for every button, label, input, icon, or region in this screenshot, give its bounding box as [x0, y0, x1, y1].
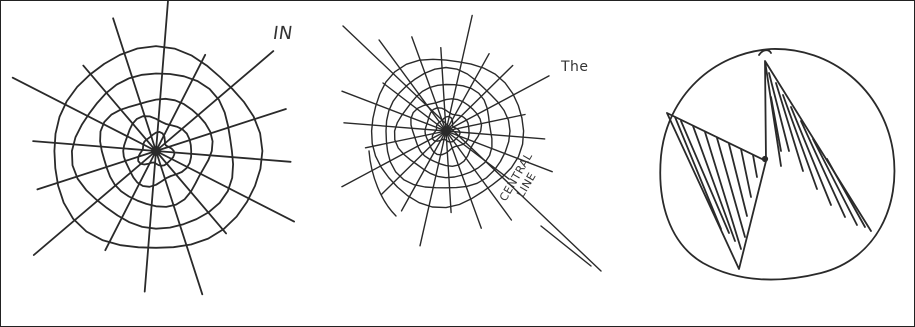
panel-dense-web: The CENTRAL LINE — [301, 1, 631, 326]
hatch-lines-right — [769, 73, 865, 227]
web1-spoke — [156, 151, 291, 162]
center-dot — [763, 157, 767, 161]
web1-spoke — [145, 151, 156, 292]
web2-spoke — [366, 131, 447, 148]
pointer-line — [541, 226, 591, 266]
zigzag-outline — [667, 61, 871, 269]
web2-spoke — [446, 15, 472, 131]
web1-spoke — [34, 151, 156, 255]
web2-spoke — [446, 66, 513, 132]
panel-concentric-web: IN — [1, 1, 301, 326]
web1-spoke — [156, 109, 286, 151]
web1-spoke — [113, 18, 156, 151]
web2-hub — [442, 127, 450, 135]
web-drawing-1 — [1, 1, 301, 326]
web2-spoke — [342, 91, 446, 131]
panel-hatched-circle — [631, 1, 914, 326]
web1-spoke — [156, 51, 273, 151]
web-drawing-2 — [301, 1, 631, 326]
web1-spoke — [156, 1, 168, 151]
web1-spoke — [156, 151, 294, 222]
web2-spoke — [446, 131, 511, 220]
web1-hub — [152, 147, 160, 155]
web1-spoke — [13, 78, 156, 151]
web1-spoke — [33, 141, 156, 151]
hatched-circle-drawing — [631, 1, 914, 326]
web2-spoke — [446, 131, 481, 228]
annotation-the: The — [561, 59, 589, 75]
annotation-in: IN — [272, 23, 295, 44]
outer-circle — [660, 49, 894, 280]
web2-spoke — [446, 115, 525, 132]
